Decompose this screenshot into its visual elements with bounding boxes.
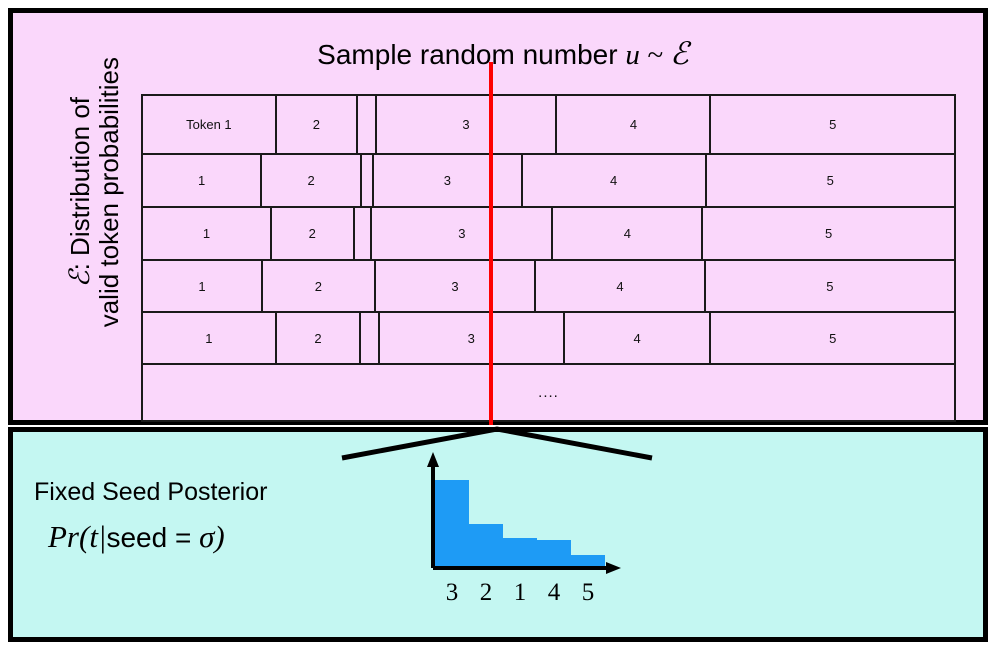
zoom-connector	[330, 420, 660, 470]
x-tick-label: 4	[548, 579, 561, 606]
table-cell: 5	[825, 226, 833, 241]
table-cell: 4	[565, 313, 712, 363]
axis-label-line2: valid token probabilities	[94, 57, 125, 328]
table-cell	[355, 208, 373, 259]
bar	[435, 480, 469, 568]
token-probability-table: Token 1 2 3 4 5 1 2 3 4 5 1 2 3 4	[141, 94, 956, 422]
table-cell: 3	[376, 261, 537, 311]
table-cell: 3	[377, 96, 558, 153]
table-cell: 1	[143, 313, 277, 363]
table-cell: 5	[826, 173, 834, 188]
x-tick-label: 2	[480, 579, 493, 606]
axis-label-line1: : Distribution of	[64, 96, 95, 271]
table-cell: 2	[263, 261, 376, 311]
distribution-axis-label: ℰ: Distribution of valid token probabili…	[62, 27, 125, 357]
x-tick-label: 3	[446, 579, 459, 606]
bar	[469, 524, 503, 568]
table-cell: 3	[372, 208, 554, 259]
table-cell: 4	[553, 208, 704, 259]
connector-tent-line	[341, 426, 653, 461]
formula-seed-word: seed	[106, 522, 168, 553]
posterior-label: Fixed Seed Posterior	[34, 478, 268, 506]
formula-sigma: σ	[199, 519, 215, 554]
table-cell: 2	[262, 155, 362, 206]
table-cell: 5	[829, 330, 837, 346]
y-axis-arrowhead	[427, 452, 439, 467]
bar	[537, 540, 571, 568]
table-row: 1 2 3 4 5	[141, 206, 956, 259]
distribution-panel: Sample random number u ~ ℰ ℰ: Distributi…	[8, 8, 988, 425]
bar	[571, 555, 605, 568]
table-cell	[361, 313, 380, 363]
table-cell: 5	[829, 117, 837, 132]
table-cell: 3	[380, 313, 565, 363]
title-variable-u: u	[625, 39, 640, 71]
table-cell: 5	[826, 278, 834, 294]
title-text: Sample random number	[317, 39, 626, 70]
x-tick-label: 5	[582, 579, 595, 606]
panel-title: Sample random number u ~ ℰ	[13, 39, 993, 70]
table-row: 1 2 3 4 5	[141, 153, 956, 206]
table-cell: 4	[536, 261, 706, 311]
table-cell: Token 1	[143, 96, 277, 153]
table-cell: 3	[374, 155, 523, 206]
formula-conditional-bar: |	[97, 519, 107, 554]
formula-close-paren: )	[214, 519, 225, 554]
table-cell-ellipsis: ....	[538, 384, 559, 401]
table-cell	[358, 96, 377, 153]
table-cell: 1	[143, 208, 272, 259]
title-relation: ~	[639, 39, 671, 71]
title-distribution-symbol: ℰ	[670, 36, 689, 72]
table-cell: 4	[557, 96, 712, 153]
table-cell	[362, 155, 375, 206]
formula-token-var: t	[89, 519, 98, 554]
posterior-formula: Pr(t|seed = σ)	[48, 521, 225, 552]
table-row: Token 1 2 3 4 5	[141, 94, 956, 153]
x-axis-arrowhead	[606, 562, 621, 574]
formula-pr: Pr	[48, 519, 79, 554]
table-row-continuation: ....	[141, 363, 956, 422]
table-row: 1 2 3 4 5	[141, 259, 956, 311]
table-cell: 1	[143, 155, 263, 206]
bar	[503, 538, 537, 568]
probability-script-symbol: ℰ	[62, 270, 96, 288]
formula-equals: =	[167, 522, 200, 553]
x-tick-label: 1	[514, 579, 527, 606]
table-cell: 2	[272, 208, 355, 259]
sample-threshold-line	[489, 62, 493, 425]
table-cell: 2	[277, 96, 358, 153]
table-cell: 1	[143, 261, 264, 311]
table-row: 1 2 3 4 5	[141, 311, 956, 363]
table-cell: 4	[523, 155, 707, 206]
formula-open-paren: (	[79, 519, 90, 554]
table-cell: 2	[277, 313, 362, 363]
bar-series	[435, 480, 605, 568]
